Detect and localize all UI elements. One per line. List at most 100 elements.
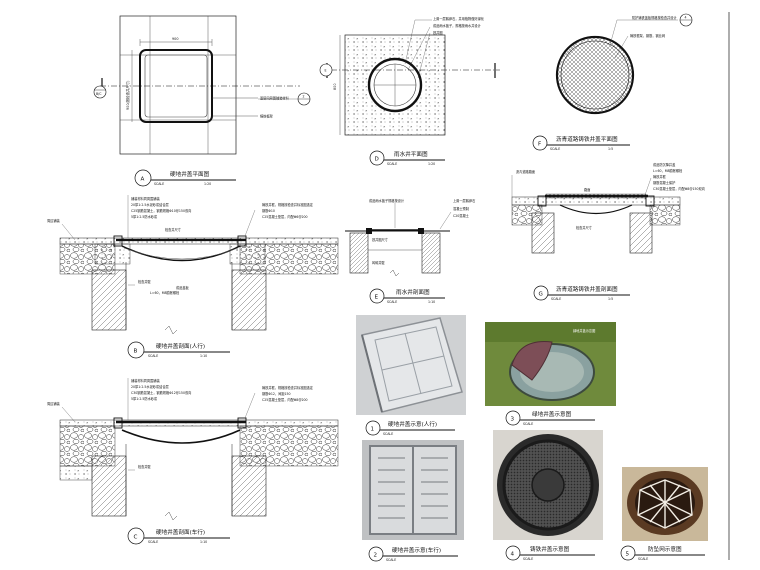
d-title-letter: D	[375, 157, 379, 163]
f-detail-ref: 4	[685, 16, 687, 20]
drawing-b-section: 铺装材料同周围铺装 20厚1:2.5水泥砂浆结合层 C25钢筋混凝土，钢筋规格Φ…	[47, 195, 339, 359]
photo-2-grated-cover	[362, 440, 464, 540]
b-note-left: 周边铺装	[47, 218, 61, 223]
a-title-letter: A	[141, 177, 145, 183]
photo-3-caption: 绿地井盖示意图	[532, 410, 572, 418]
photo-1-scale: SCALE	[383, 432, 393, 436]
d-note-3: 铁井圈	[433, 30, 443, 35]
d-ratio: 1:20	[428, 162, 435, 166]
b-ratio: 1:10	[200, 354, 207, 358]
c-title: 硬地井盖剖面(车行)	[156, 528, 205, 536]
photo-1-number: 1	[371, 427, 375, 433]
e-title-letter: E	[375, 295, 379, 301]
b-note-low: 检查井壁	[138, 279, 152, 284]
e-note-left-2: 砖砌井壁	[372, 260, 386, 265]
g-scale: SCALE	[551, 297, 561, 301]
a-dim-top: 900	[172, 37, 178, 41]
d-scale: SCALE	[387, 162, 397, 166]
b-note-top-2: 20厚1:2.5水泥砂浆结合层	[131, 202, 169, 207]
photo-5-caption: 防坠网示意图	[648, 545, 682, 553]
d-note-1: 上置一层鹅卵石，并用植物做好绿化	[433, 16, 485, 21]
c-note-top-2: 20厚1:2.5水泥砂浆结合层	[131, 384, 169, 389]
e-note-left-1: 铁井圈尺寸	[372, 237, 389, 242]
b-note-top-1: 铺装材料同周围铺装	[131, 196, 160, 201]
a-scale: SCALE	[154, 182, 164, 186]
a-dim-side: 900(按检查井尺寸)	[125, 80, 130, 110]
photo-2-scale: SCALE	[386, 558, 396, 562]
e-note-4: C20混凝土	[453, 213, 470, 218]
a-section-ref: B/C	[96, 92, 102, 96]
e-scale: SCALE	[387, 300, 397, 304]
g-note-center: 路面	[584, 187, 590, 192]
e-title: 雨水井剖面图	[396, 288, 430, 296]
drawing-d-plan: 800 E 上置一层鹅卵石，并用植物做好绿化 成品雨水篦子，规格按雨水井设计 铁…	[319, 16, 500, 166]
photo-3-number: 3	[511, 417, 515, 423]
f-note-2: 铸铁框架，钢筋，钢丝网	[630, 33, 665, 38]
c-note-low: 检查井壁	[138, 464, 152, 469]
photo-3-scale: SCALE	[523, 422, 533, 426]
g-ratio: 1:5	[608, 297, 613, 301]
c-title-letter: C	[134, 535, 138, 541]
f-scale: SCALE	[550, 147, 560, 151]
f-ratio: 1:5	[608, 147, 613, 151]
b-title: 硬地井盖剖面(人行)	[156, 342, 205, 350]
g-note-4: 钢筋混凝土保护	[653, 180, 675, 185]
photo-3-green-cover: 绿地井盖示意图	[485, 322, 616, 406]
photo-5-safety-net	[622, 467, 708, 541]
e-ratio: 1:10	[428, 300, 435, 304]
b-scale: SCALE	[148, 354, 158, 358]
c-note-top-3: C30钢筋混凝土，钢筋规格Φ12@150双向	[131, 390, 191, 395]
b-note-mid: 检查井尺寸	[165, 227, 182, 232]
f-note-1: 防护铸铁盖板规格按检查井设计	[632, 15, 677, 20]
c-scale: SCALE	[148, 540, 158, 544]
a-detail-ref: 2	[303, 95, 305, 99]
photo-1-caption: 硬地井盖示意(人行)	[388, 420, 437, 428]
photo-1-steel-cover	[356, 315, 466, 415]
a-note-frame: 铸铁框架	[260, 114, 274, 119]
photo-2-number: 2	[374, 553, 378, 559]
d-title: 雨水井平面图	[394, 150, 428, 158]
photo-3-overlay: 绿地井盖示意图	[573, 328, 595, 333]
c-note-right-3: C25混凝土垫层，内配Φ8@200	[262, 397, 308, 402]
e-note-3: 混凝土预制	[453, 206, 469, 211]
d-note-2: 成品雨水篦子，规格按雨水井设计	[433, 23, 482, 28]
g-note-5: C30混凝土垫层，内配Φ8@150双向	[653, 186, 705, 191]
a-title-circle	[134, 169, 152, 187]
photo-4-cast-iron-cover	[493, 430, 603, 540]
d-section-ref: E	[325, 69, 327, 73]
b-note-top-4: 5厚1:2.5防水砂浆	[131, 214, 158, 219]
drawing-f-plan: 防护铸铁盖板规格按检查井设计 4 铸铁框架，钢筋，钢丝网 F 沥青道路铸铁井盖平…	[532, 13, 693, 151]
b-note-right-3: C25混凝土垫层，内配Φ6@200	[262, 214, 308, 219]
a-title: 硬地井盖平面图	[170, 170, 210, 178]
g-note-2: L=60，M8膨胀螺栓	[653, 168, 683, 173]
photo-4-scale: SCALE	[523, 557, 533, 561]
b-note-right-1: 铸铁井框，规格按检查井标准图选定	[262, 202, 314, 207]
b-note-top-3: C25钢筋混凝土，钢筋规格Φ10@150双向	[131, 208, 191, 213]
c-ratio: 1:10	[200, 540, 207, 544]
e-note-1: 成品雨水篦子规格按设计	[369, 198, 405, 203]
b-title-letter: B	[134, 349, 138, 355]
c-note-right-2: 钢筋Φ12，间距150	[262, 391, 291, 396]
c-note-top-1: 铺装材料同周围铺装	[131, 378, 160, 383]
c-note-right-1: 铸铁井框，规格按检查井标准图选定	[262, 385, 314, 390]
drawing-g-section: 路面 沥青道路路面 检查井尺寸 成品防沉降井盖 L=60，M8膨胀螺栓 铸铁井框…	[511, 162, 705, 301]
drawing-c-section: 铺装材料同周围铺装 20厚1:2.5水泥砂浆结合层 C30钢筋混凝土，钢筋规格Φ…	[47, 378, 339, 545]
g-note-3: 铸铁井框	[653, 174, 667, 179]
d-dim-side: 800	[333, 84, 337, 90]
photo-4-caption: 铸铁井盖示意图	[530, 545, 570, 553]
g-note-mid: 检查井尺寸	[576, 225, 593, 230]
photo-2-caption: 硬地井盖示意(车行)	[392, 546, 441, 554]
g-title-letter: G	[539, 292, 543, 298]
g-note-1: 成品防沉降井盖	[653, 162, 676, 167]
c-note-left: 周边铺装	[47, 401, 61, 406]
photo-4-number: 4	[511, 552, 515, 558]
photo-5-number: 5	[626, 552, 630, 558]
e-note-2: 上置一层鹅卵石	[453, 198, 475, 203]
a-ratio: 1:20	[204, 182, 211, 186]
g-title: 沥青道路铸铁井盖剖面图	[556, 285, 618, 293]
f-title-letter: F	[538, 142, 541, 148]
g-note-left: 沥青道路路面	[516, 169, 535, 174]
b-note-bot-2: L=60，M8膨胀螺栓	[150, 290, 180, 295]
photo-5-scale: SCALE	[638, 557, 648, 561]
